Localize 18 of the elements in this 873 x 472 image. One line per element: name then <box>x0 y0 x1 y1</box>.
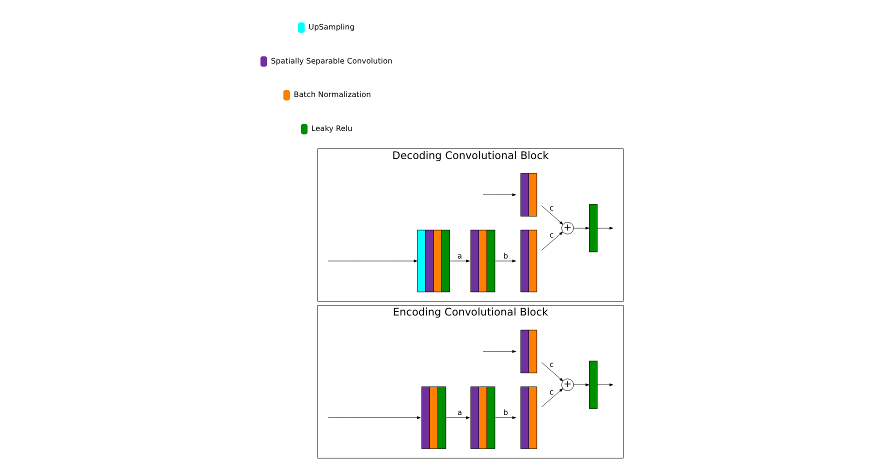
node-bar <box>589 204 598 252</box>
arrow <box>495 260 516 262</box>
arrow <box>541 388 563 408</box>
arrow <box>541 232 563 250</box>
arrow <box>482 193 516 196</box>
arrow <box>328 416 421 420</box>
node-circle: + <box>561 378 574 392</box>
arrow <box>482 350 516 353</box>
arrow <box>446 416 470 420</box>
arrow <box>495 416 516 420</box>
arrow <box>573 383 590 386</box>
arrow <box>450 260 470 262</box>
arrow <box>573 226 590 230</box>
arrow <box>541 362 564 382</box>
arrow <box>541 205 564 225</box>
arrow <box>328 260 418 262</box>
node-circle: + <box>561 222 574 234</box>
node-bar <box>589 360 598 409</box>
